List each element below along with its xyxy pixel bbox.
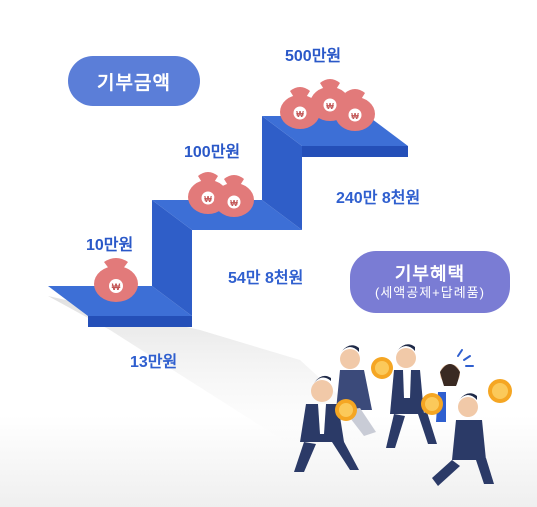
won-symbol: ₩ [112,282,121,292]
step-2-amount: 100만원 [184,144,241,161]
coin-icon [335,357,512,421]
step-1-front [88,316,192,327]
won-symbol: ₩ [204,195,212,204]
step-1-amount: 10만원 [86,237,134,254]
donation-benefit-title: 기부혜택 [394,264,466,284]
riser-2 [262,116,302,230]
won-symbol: ₩ [326,102,334,111]
celebrating-people-illustration [294,344,512,486]
step-1-benefit: 13만원 [130,354,178,371]
won-symbol: ₩ [296,110,304,119]
money-bag-icon [280,79,375,131]
donation-benefit-badge: 기부혜택 (세액공제+답례품) [350,251,510,313]
money-bag-icon [188,172,254,217]
step-3-front [302,146,408,157]
riser-1 [152,200,192,316]
donation-benefit-detail: (세액공제+답례품) [375,285,485,300]
money-bag-icon [94,258,138,302]
donation-amount-badge: 기부금액 [68,56,200,106]
step-3-amount: 500만원 [285,48,342,65]
step-2-benefit: 54만 8천원 [228,270,304,287]
step-3-benefit: 240만 8천원 [336,190,421,207]
donation-amount-title: 기부금액 [97,72,171,94]
won-symbol: ₩ [230,199,238,208]
won-symbol: ₩ [351,112,359,121]
